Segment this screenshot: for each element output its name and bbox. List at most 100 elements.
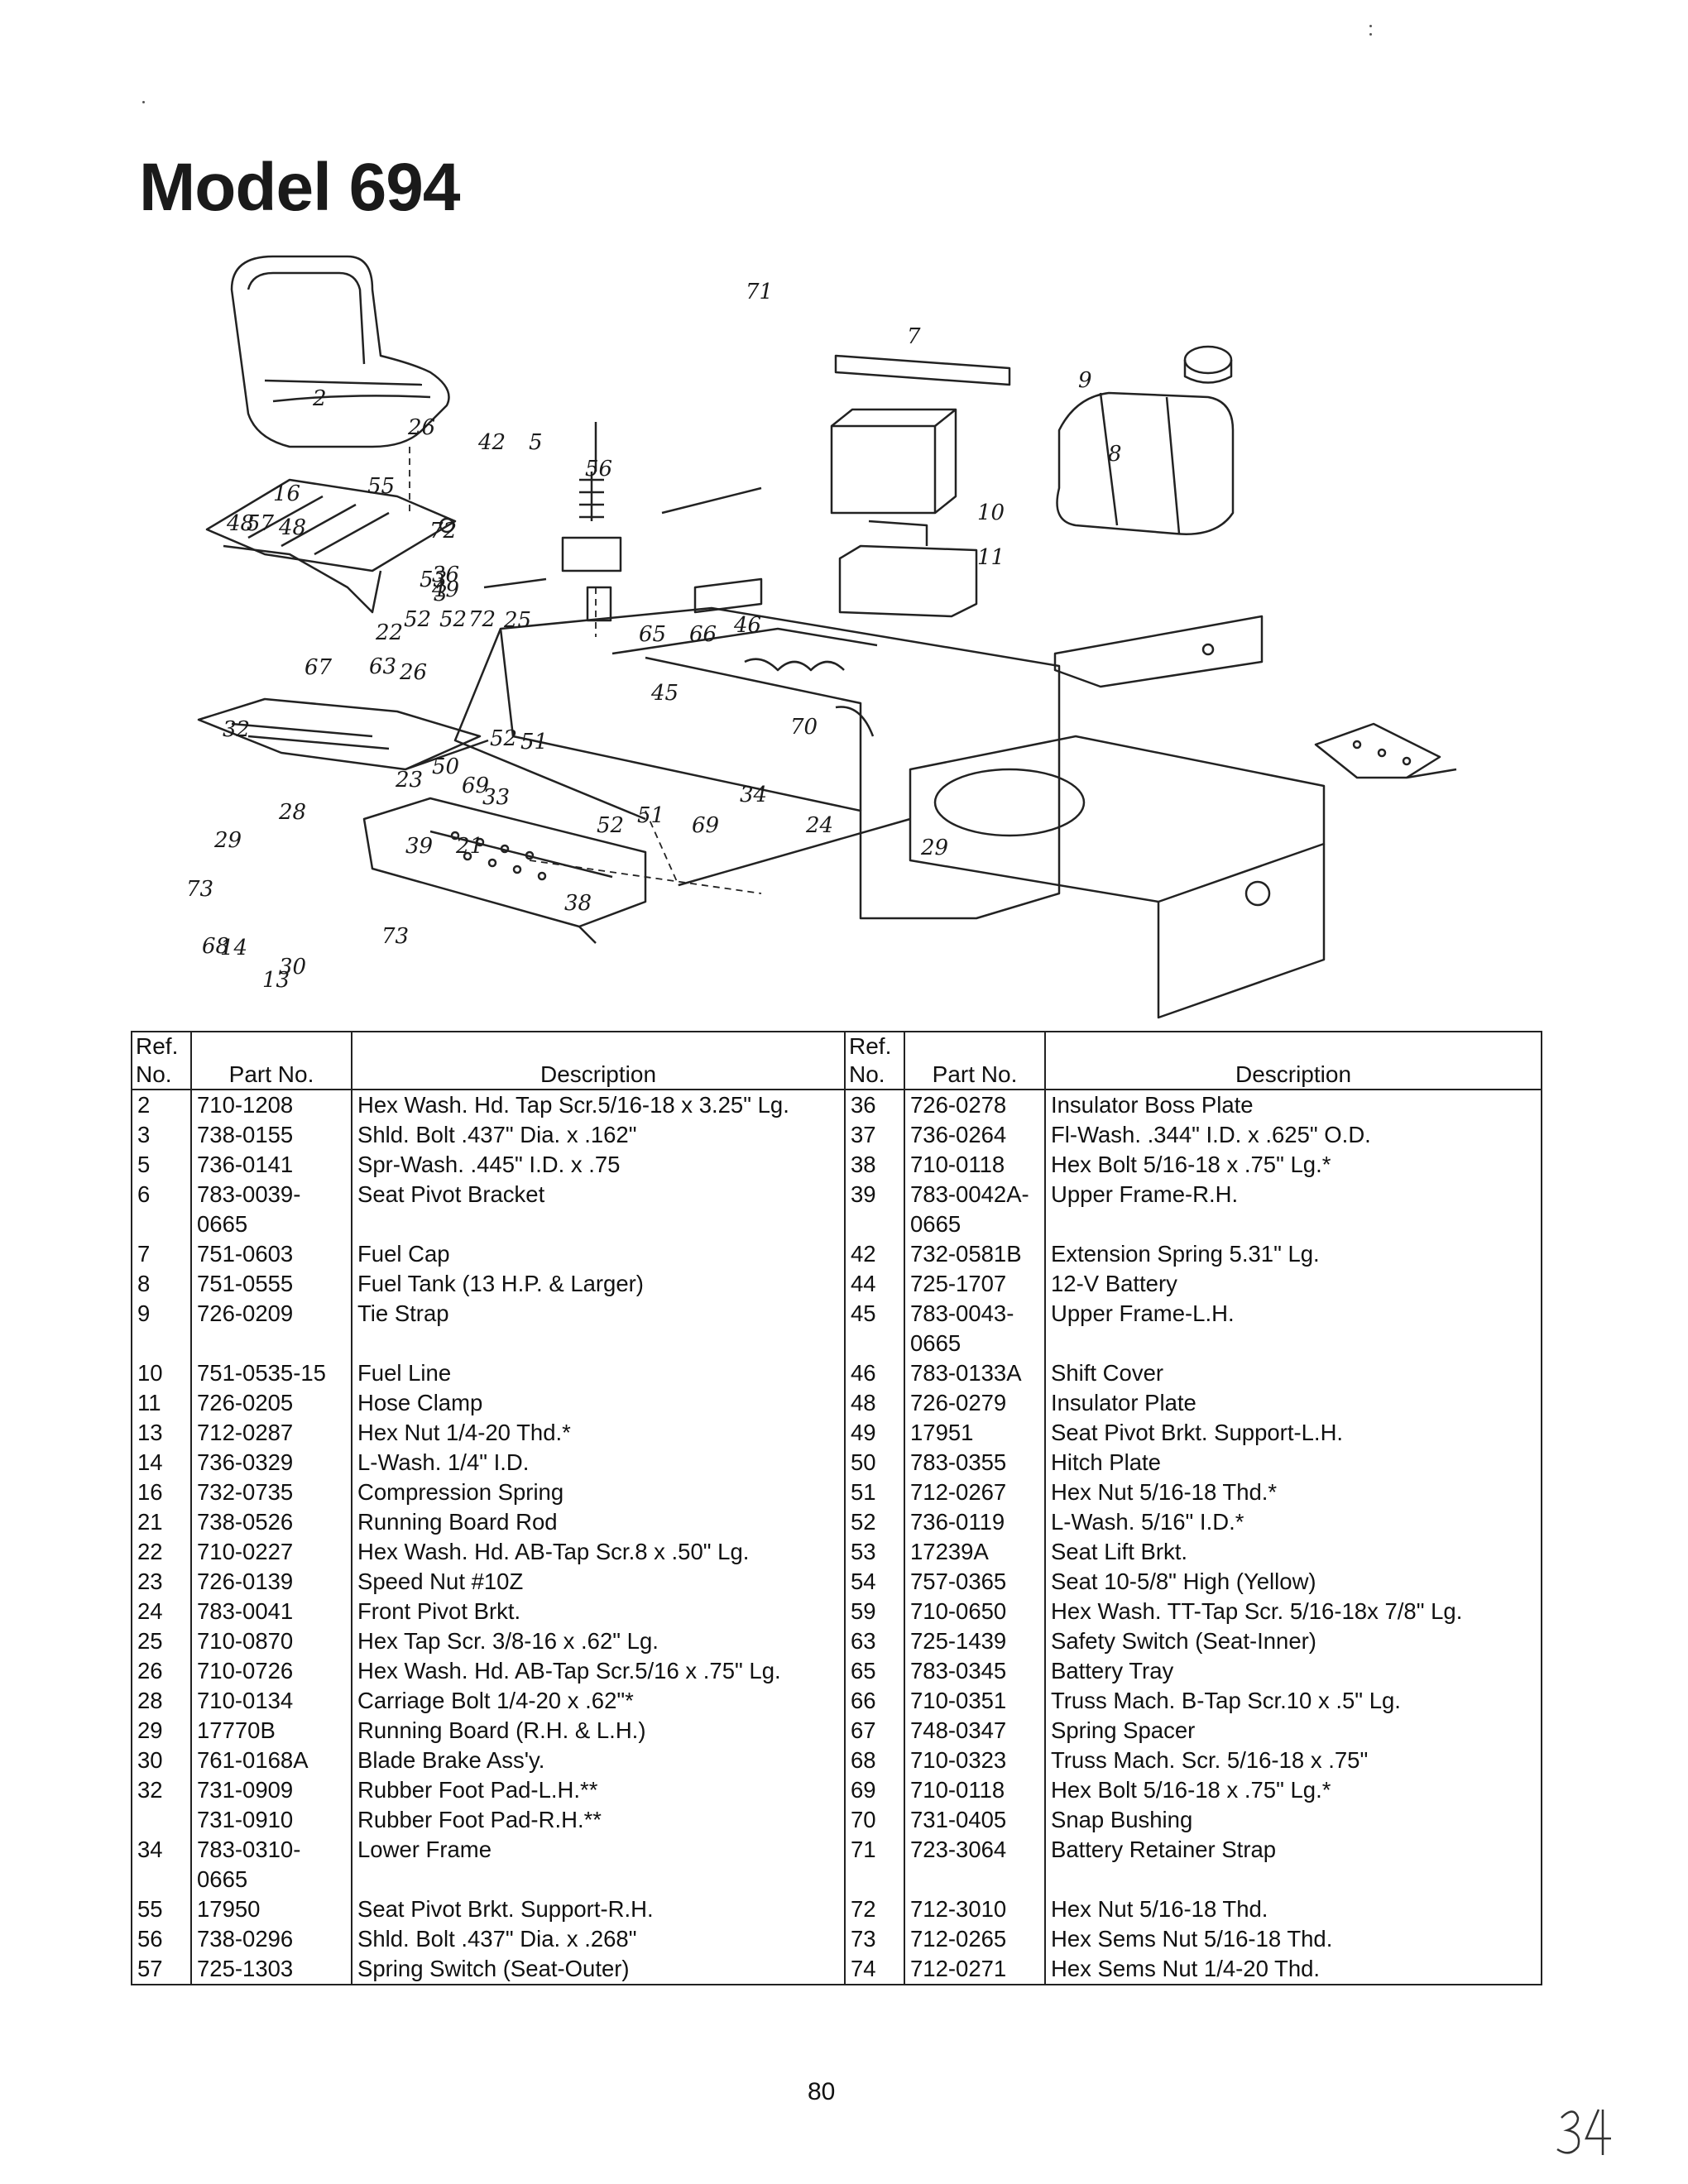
right-ref-no-cell: 69 (844, 1775, 905, 1805)
left-ref-no-cell: 2 (131, 1090, 192, 1120)
callout-72: 72 (468, 607, 496, 632)
right-description-cell: Truss Mach. B-Tap Scr.10 x .5" Lg. (1044, 1686, 1542, 1716)
left-part-no-cell: 712-0287 (190, 1418, 352, 1448)
left-description-cell: Speed Nut #10Z (351, 1567, 846, 1597)
left-description-cell: Running Board (R.H. & L.H.) (351, 1716, 846, 1746)
fuel-tank-part (1056, 345, 1235, 535)
right-part-no-cell: 726-0279 (904, 1388, 1046, 1418)
right-ref-no-cell: 36 (844, 1090, 905, 1120)
callout-74: 74 (182, 840, 183, 864)
left-description-cell: Fuel Tank (13 H.P. & Larger) (351, 1269, 846, 1299)
reference-callout-labels: 5471798101122642556721655485748535252497… (182, 280, 1122, 993)
right-description-cell: Battery Tray (1044, 1656, 1542, 1686)
right-part-no-cell: 712-0265 (904, 1924, 1046, 1954)
left-ref-no-cell: 5 (131, 1150, 192, 1180)
scan-speck (1369, 25, 1372, 27)
description-header: Description (351, 1031, 846, 1090)
callout-55: 55 (367, 474, 395, 499)
left-running-board-part (362, 797, 647, 944)
left-ref-no-cell: 3 (131, 1120, 192, 1150)
parts-list-table: Ref. No. Part No. Description Ref. No. P… (131, 1031, 1542, 1985)
right-ref-no-cell: 48 (844, 1388, 905, 1418)
callout-13: 13 (262, 968, 290, 993)
left-part-no-cell: 751-0603 (190, 1239, 352, 1269)
left-part-no-cell: 736-0141 (190, 1150, 352, 1180)
right-part-no-cell: 712-0267 (904, 1478, 1046, 1507)
callout-48: 48 (278, 515, 306, 540)
right-description-cell: Hex Wash. TT-Tap Scr. 5/16-18x 7/8" Lg. (1044, 1597, 1542, 1626)
right-description-cell: Hex Sems Nut 1/4-20 Thd. (1044, 1954, 1542, 1985)
left-ref-no-cell: 24 (131, 1597, 192, 1626)
left-description-cell: Fuel Line (351, 1358, 846, 1388)
right-ref-no-cell: 49 (844, 1418, 905, 1448)
callout-23: 23 (395, 768, 423, 793)
callout-57: 57 (247, 511, 275, 536)
left-part-no-cell: 783-0039- 0665 (190, 1180, 352, 1239)
left-part-no-cell: 710-0227 (190, 1537, 352, 1567)
callout-56: 56 (585, 457, 612, 481)
left-part-no-cell: 17950 (190, 1894, 352, 1924)
callout-42: 42 (477, 430, 506, 455)
left-ref-no-cell: 32 (131, 1775, 192, 1805)
callout-73: 73 (186, 877, 213, 902)
right-part-no-cell: 710-0650 (904, 1597, 1046, 1626)
left-ref-no-cell: 10 (131, 1358, 192, 1388)
left-part-no-cell: 736-0329 (190, 1448, 352, 1478)
right-part-no-cell: 710-0323 (904, 1746, 1046, 1775)
callout-21: 21 (455, 834, 483, 859)
right-description-cell: Battery Retainer Strap (1044, 1835, 1542, 1894)
hardware-parts (483, 422, 763, 622)
right-ref-no-cell: 52 (844, 1507, 905, 1537)
right-ref-no-cell: 72 (844, 1894, 905, 1924)
right-part-no-cell: 757-0365 (904, 1567, 1046, 1597)
right-part-no-cell: 726-0278 (904, 1090, 1046, 1120)
left-part-no-cell: 17770B (190, 1716, 352, 1746)
callout-63: 63 (369, 654, 396, 679)
callout-50: 50 (432, 754, 459, 779)
callout-70: 70 (790, 715, 818, 740)
left-description-cell: Blade Brake Ass'y. (351, 1746, 846, 1775)
callout-39: 39 (405, 834, 433, 859)
left-description-cell: Hex Wash. Hd. AB-Tap Scr.5/16 x .75" Lg. (351, 1656, 846, 1686)
left-part-no-cell: 731-0909 (190, 1775, 352, 1805)
right-ref-no-cell: 50 (844, 1448, 905, 1478)
callout-29: 29 (920, 836, 948, 860)
left-part-no-cell: 710-0726 (190, 1656, 352, 1686)
description-header: Description (1044, 1031, 1542, 1090)
left-ref-no-cell: 56 (131, 1924, 192, 1954)
page-title: Model 694 (139, 150, 460, 225)
right-description-cell: Snap Bushing (1044, 1805, 1542, 1835)
lower-frame-part (909, 735, 1326, 1019)
left-description-cell: Tie Strap (351, 1299, 846, 1358)
left-description-cell: Running Board Rod (351, 1507, 846, 1537)
right-part-no-cell: 736-0119 (904, 1507, 1046, 1537)
ref-no-header: Ref. No. (131, 1031, 192, 1090)
scan-speck (1369, 33, 1372, 36)
left-description-cell: Hex Tap Scr. 3/8-16 x .62" Lg. (351, 1626, 846, 1656)
right-description-cell: Hex Bolt 5/16-18 x .75" Lg.* (1044, 1150, 1542, 1180)
right-ref-no-cell: 54 (844, 1567, 905, 1597)
exploded-parts-diagram: 5471798101122642556721655485748535252497… (182, 255, 1457, 1019)
left-description-cell: L-Wash. 1/4" I.D. (351, 1448, 846, 1478)
callout-52: 52 (490, 726, 517, 751)
right-ref-no-cell: 53 (844, 1537, 905, 1567)
left-ref-no-cell: 29 (131, 1716, 192, 1746)
callout-9: 9 (1078, 368, 1092, 393)
left-description-cell: Seat Pivot Bracket (351, 1180, 846, 1239)
right-part-no-cell: 725-1707 (904, 1269, 1046, 1299)
scan-speck (142, 101, 145, 103)
callout-26: 26 (399, 660, 427, 685)
right-description-cell: Seat Lift Brkt. (1044, 1537, 1542, 1567)
callout-34: 34 (740, 783, 767, 807)
